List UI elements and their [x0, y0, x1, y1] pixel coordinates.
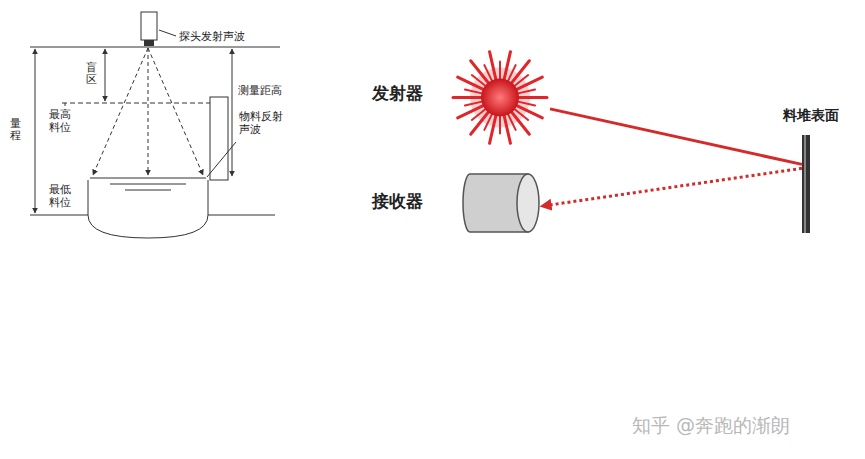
node-label: 接收器: [372, 191, 423, 211]
annotation-label: 最低料位: [49, 183, 74, 209]
bar-shape: [802, 135, 810, 233]
receiver-node: 接收器: [462, 172, 542, 234]
node-label: 发射器: [372, 83, 423, 103]
annotation-label: 盲区: [86, 62, 97, 86]
annotation-label: 量程: [10, 118, 21, 142]
emitter-node: 发射器: [450, 50, 550, 145]
beam-connector: [550, 109, 802, 164]
surface-node: 料堆表面: [802, 135, 810, 233]
annotation-label: 物料反射声波: [239, 110, 289, 136]
cyl-shape: [462, 172, 542, 234]
beam-connector: [542, 168, 802, 206]
annotation-label: 最高料位: [49, 108, 74, 134]
burst-shape: [450, 50, 550, 145]
annotation-label: 测量距高: [238, 84, 282, 97]
node-label: 料堆表面: [783, 107, 839, 124]
watermark: 知乎 @奔跑的渐朗: [632, 414, 790, 437]
annotation-label: 探头发射声波: [179, 30, 245, 43]
